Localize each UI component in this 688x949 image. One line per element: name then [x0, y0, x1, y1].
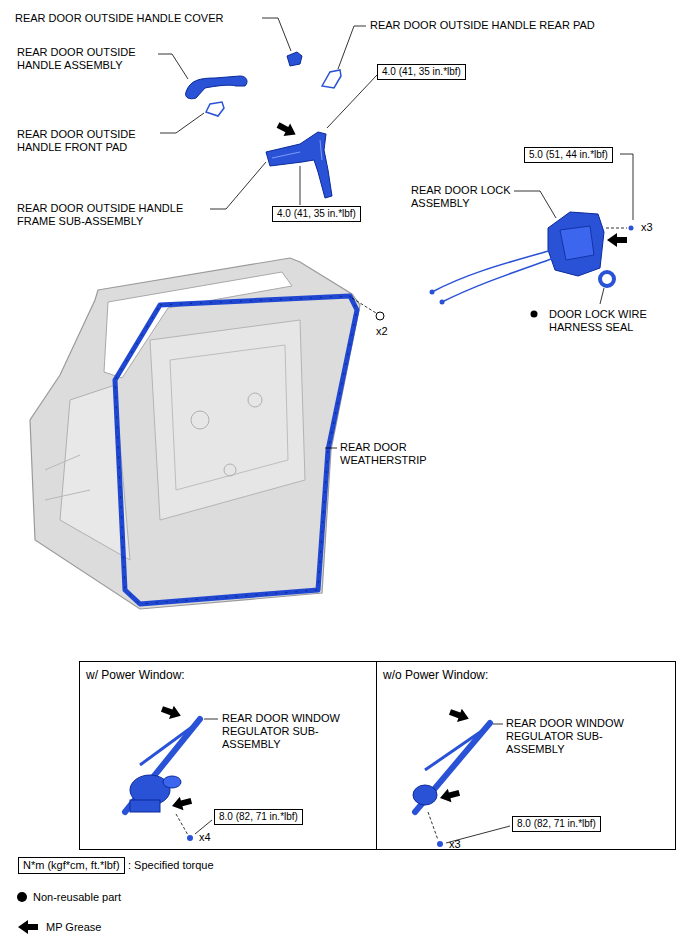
variant-panel: w/ Power Window: 8.0 (82, 71 in.*lbf): [79, 661, 377, 850]
unit-box: N*m (kgf*cm, ft.*lbf): [18, 857, 125, 874]
quantity-mark: x2: [376, 325, 388, 338]
quantity-mark: x3: [449, 838, 461, 851]
node-text: 5.0 (51, 44 in.*lbf): [529, 149, 608, 161]
part-name: REAR DOOR WINDOW REGULATOR SUB-ASSEMBLY: [222, 712, 357, 751]
torque-box: 4.0 (41, 35 in.*lbf): [272, 206, 361, 222]
node-text: 8.0 (82, 71 in.*lbf): [517, 818, 596, 830]
node-text: 8.0 (82, 71 in.*lbf): [219, 811, 298, 823]
part-name: REAR DOOR LOCK ASSEMBLY: [411, 184, 536, 210]
torque-box: 5.0 (51, 44 in.*lbf): [524, 147, 613, 163]
node-text: N*m (kgf*cm, ft.*lbf): [23, 859, 120, 872]
torque-box: 4.0 (41, 35 in.*lbf): [377, 64, 466, 80]
node-text: w/o Power Window:: [383, 668, 669, 682]
variant-panel: w/o Power Window: 8.0 (82, 71 in.*lbf): [376, 661, 676, 850]
node-text: 4.0 (41, 35 in.*lbf): [277, 208, 356, 220]
door-panel: [30, 258, 360, 609]
node-text: w/ Power Window:: [86, 668, 370, 682]
quantity-mark: x4: [199, 831, 211, 844]
node-text: 4.0 (41, 35 in.*lbf): [382, 66, 461, 78]
part-name: REAR DOOR OUTSIDE HANDLE FRONT PAD: [17, 128, 157, 154]
part-name: REAR DOOR WEATHERSTRIP: [340, 441, 445, 467]
quantity-mark: REAR DOOR OUTSIDE HANDLE REAR PAD: [370, 19, 595, 32]
part-name: REAR DOOR OUTSIDE HANDLE ASSEMBLY: [17, 46, 157, 72]
legend-text: Non-reusable part: [33, 891, 121, 904]
quantity-mark: REAR DOOR OUTSIDE HANDLE COVER: [15, 12, 223, 25]
legend-text: : Specified torque: [128, 859, 214, 872]
part-name: REAR DOOR WINDOW REGULATOR SUB-ASSEMBLY: [506, 717, 641, 756]
weatherstrip: [115, 296, 357, 604]
torque-box: 8.0 (82, 71 in.*lbf): [214, 809, 303, 825]
torque-box: 8.0 (82, 71 in.*lbf): [512, 816, 601, 832]
legend-text: MP Grease: [46, 921, 101, 934]
part-name: DOOR LOCK WIRE HARNESS SEAL: [549, 308, 674, 334]
quantity-mark: x3: [641, 221, 653, 234]
part-name: REAR DOOR OUTSIDE HANDLE FRAME SUB-ASSEM…: [17, 202, 207, 228]
